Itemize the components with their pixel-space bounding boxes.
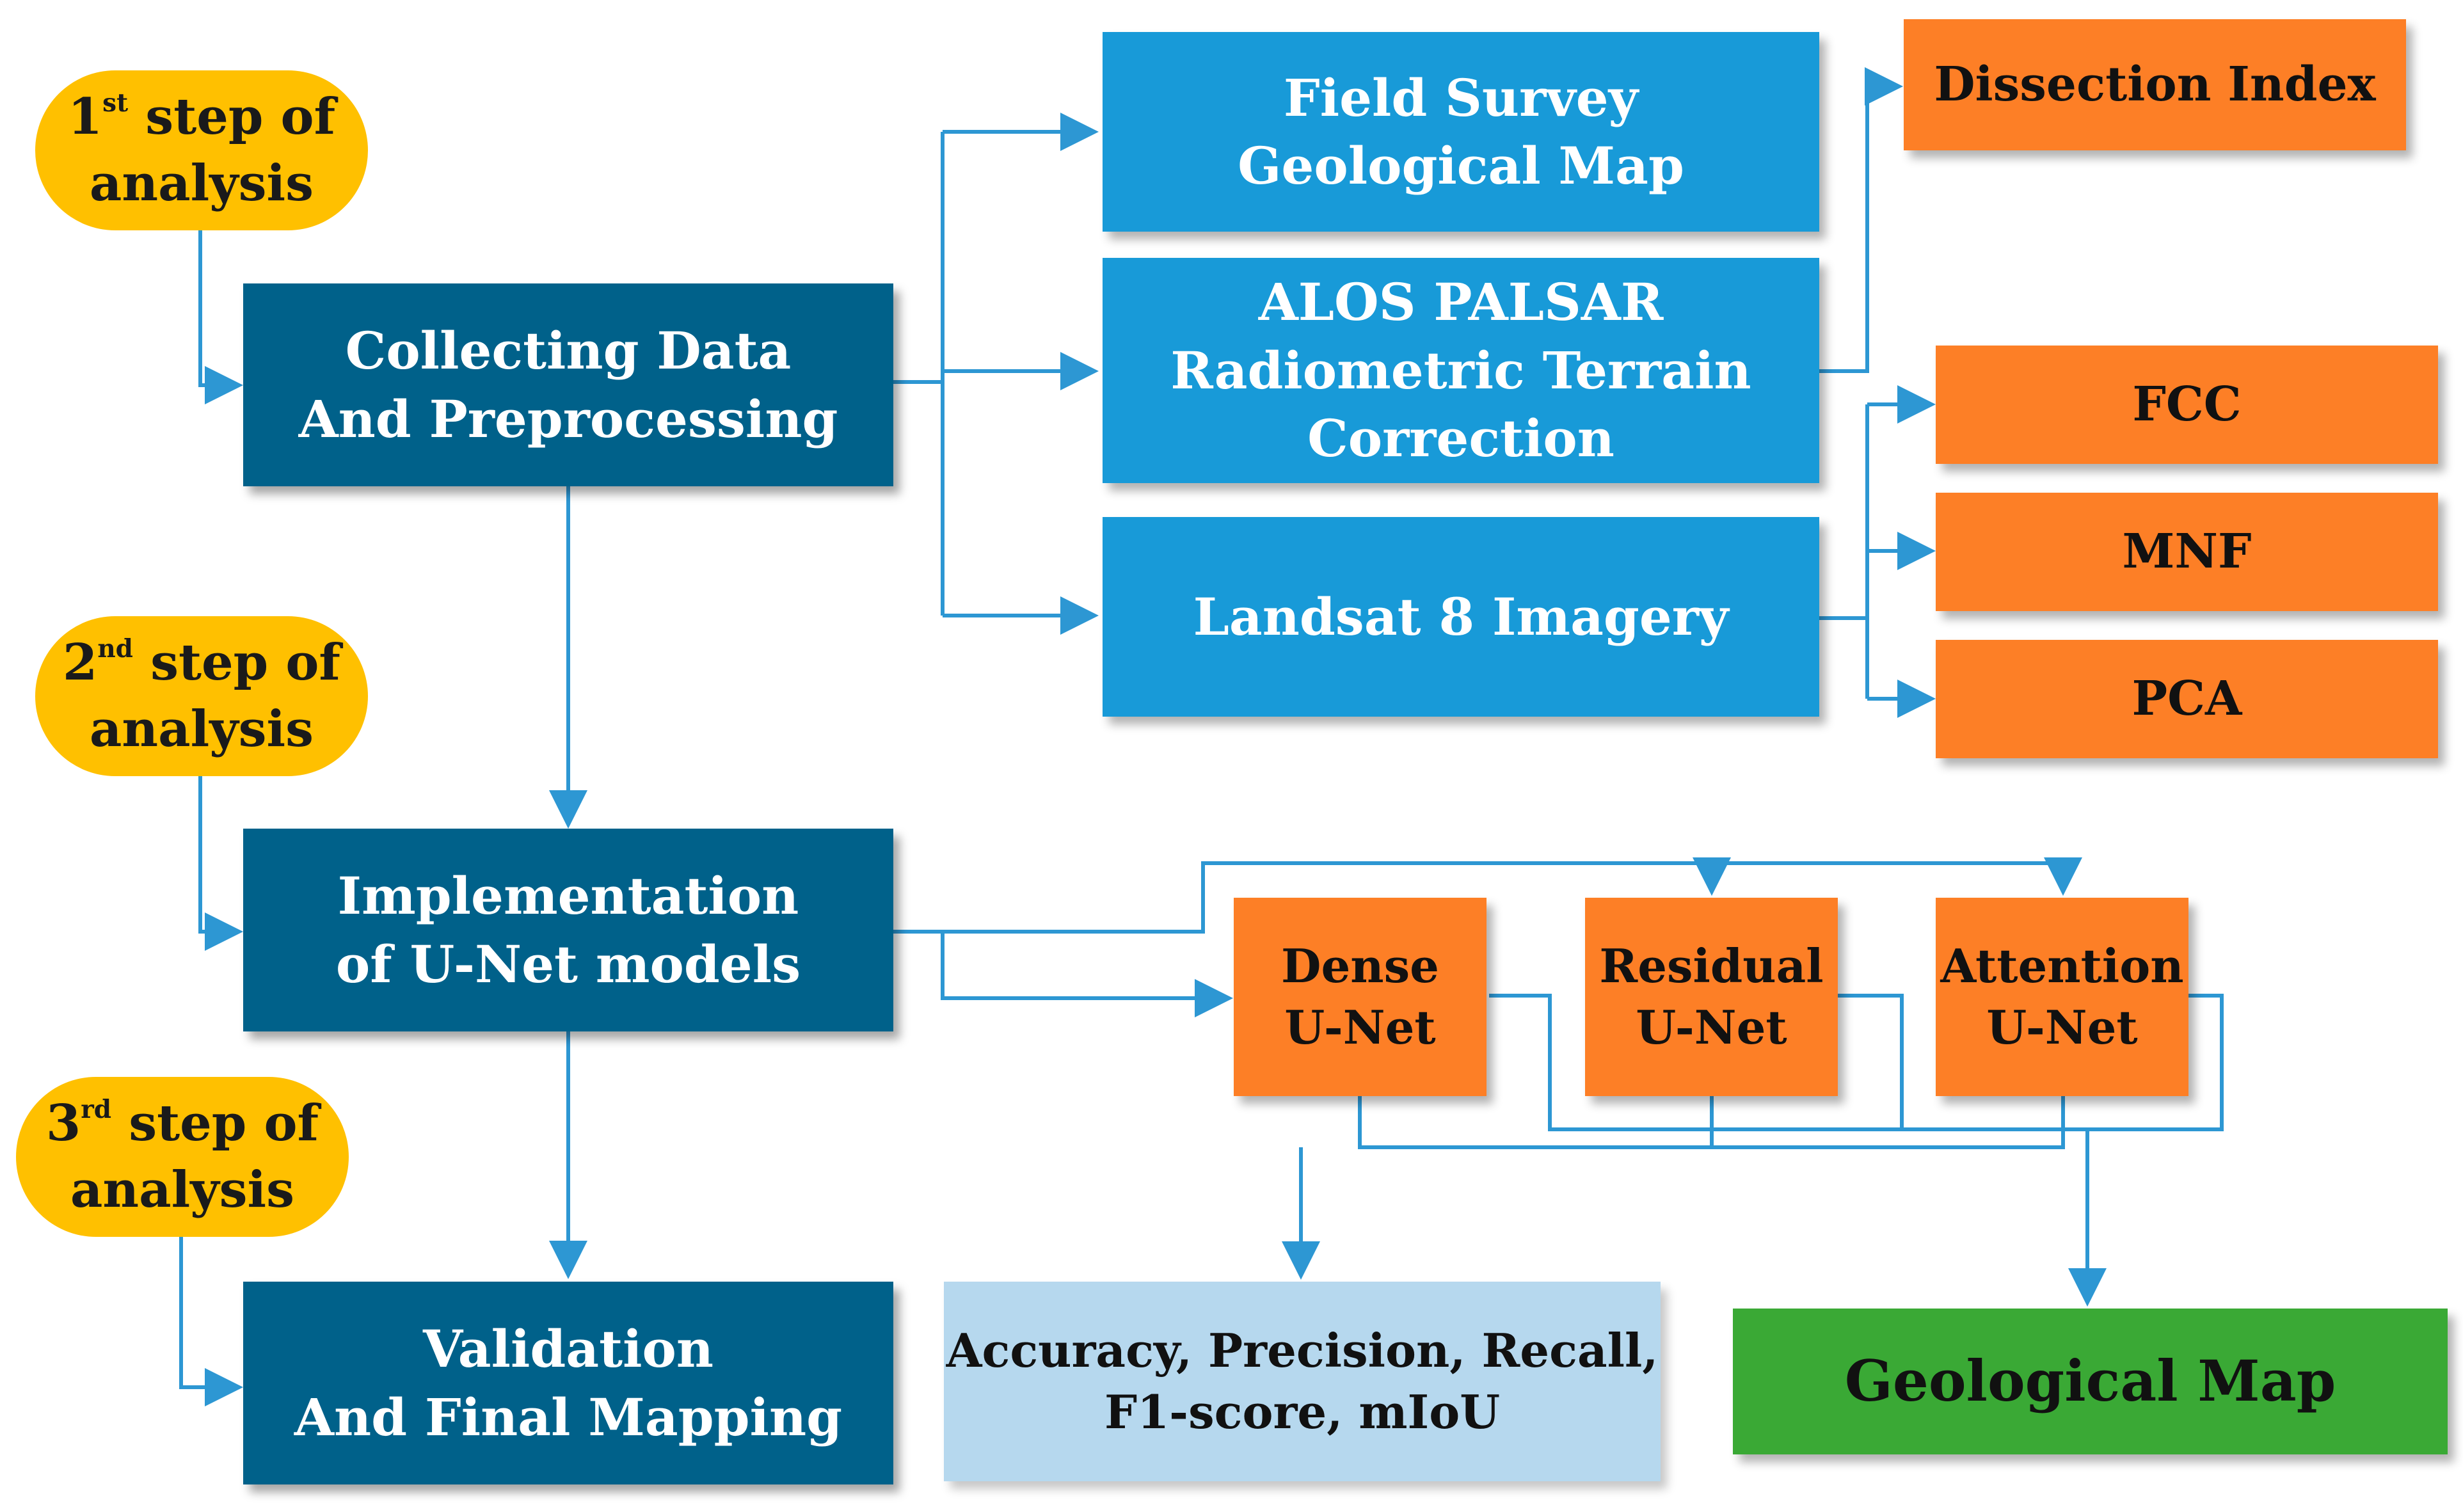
- residual-loop: [1837, 994, 1904, 1129]
- mnf-box: MNF: [1936, 493, 2438, 611]
- step1-connector: [198, 228, 243, 404]
- geological-map-box: Geological Map: [1733, 1309, 2448, 1454]
- dissection-index-box: Dissection Index: [1904, 19, 2406, 150]
- landsat-box: Landsat 8 Imagery: [1103, 517, 1819, 717]
- metrics-box: Accuracy, Precision, Recall, F1-score, m…: [944, 1282, 1661, 1481]
- step2-connector: [198, 776, 243, 951]
- step-1-badge: 1st step of analysis: [35, 70, 368, 230]
- residual-unet-box: Residual U-Net: [1585, 898, 1838, 1096]
- models-to-map: [1489, 994, 2224, 1131]
- implement-to-dense-arrow: [941, 932, 1233, 1017]
- validation-box: Validation And Final Mapping: [243, 1282, 893, 1484]
- step-3-badge: 3rd step of analysis: [16, 1077, 349, 1237]
- step3-connector: [179, 1237, 243, 1406]
- implement-to-models-top: [893, 857, 2082, 934]
- pca-box: PCA: [1936, 640, 2438, 758]
- implementation-box: Implementation of U-Net models: [243, 829, 893, 1031]
- collecting-data-box: Collecting Data And Preprocessing: [243, 283, 893, 486]
- field-survey-box: Field Survey Geological Map: [1103, 32, 1819, 232]
- step-2-badge: 2nd step of analysis: [35, 616, 368, 776]
- alos-to-dissection-arrow: [1819, 67, 1903, 373]
- alos-palsar-box: ALOS PALSAR Radiometric Terrain Correcti…: [1103, 258, 1819, 483]
- fcc-box: FCC: [1936, 346, 2438, 464]
- landsat-branch: [1819, 404, 1869, 699]
- collect-branch: [893, 132, 945, 616]
- dense-unet-box: Dense U-Net: [1234, 898, 1487, 1096]
- attention-unet-box: Attention U-Net: [1936, 898, 2188, 1096]
